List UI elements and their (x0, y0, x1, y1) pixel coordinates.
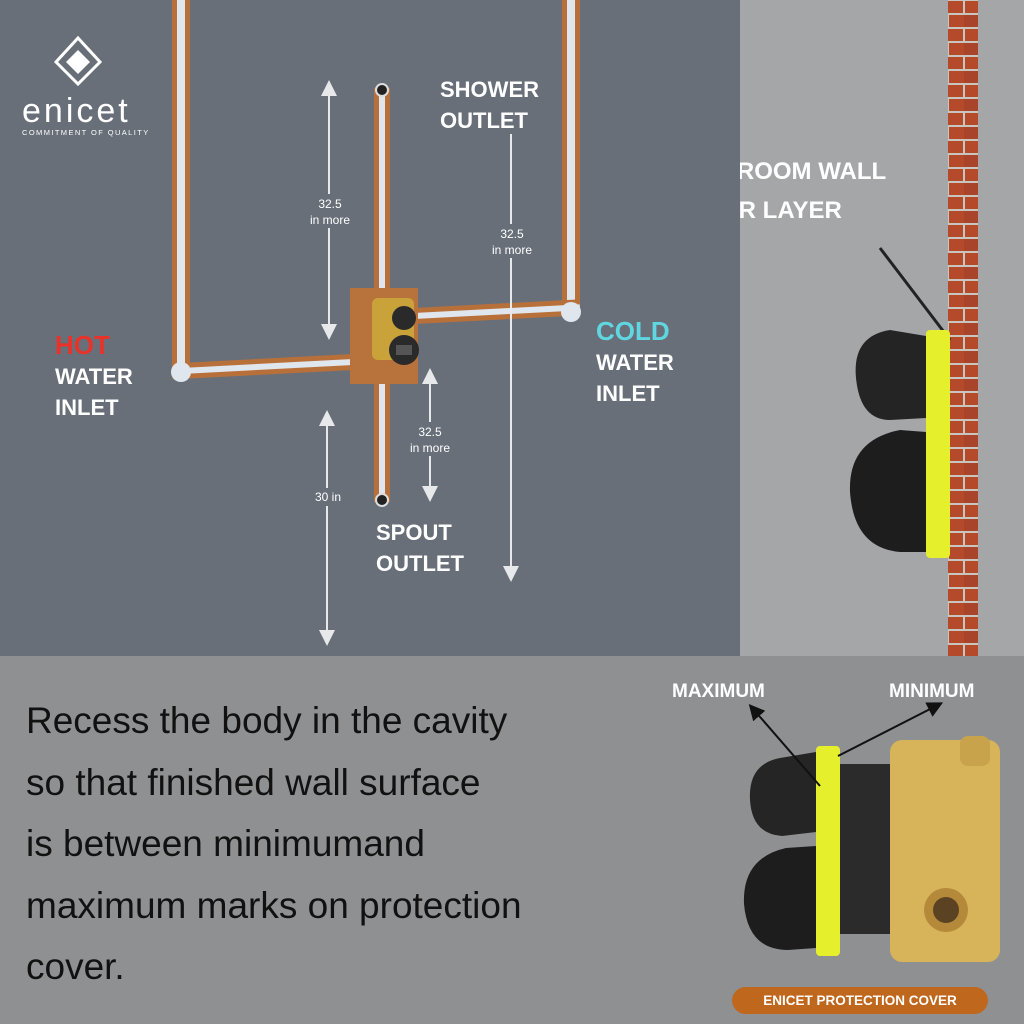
brick-wall (948, 0, 978, 656)
spout-outlet-label: SPOUT OUTLET (376, 520, 464, 576)
plumbing-diagram: enicet COMMITMENT OF QUALITY SHOWER OUTL… (0, 0, 740, 656)
minimum-label: MINIMUM (889, 681, 975, 702)
cold-word: COLD (596, 316, 670, 346)
minimum-arrow (837, 702, 944, 757)
valve-photo-graphic (743, 702, 1000, 962)
protection-cover-badge: ENICET PROTECTION COVER (732, 987, 988, 1014)
brass-valve-body (890, 740, 1000, 962)
maximum-label: MAXIMUM (672, 681, 765, 702)
wall-section-panel: BATHROOM WALL OUTER LAYER (740, 0, 1024, 656)
installation-instruction: Recess the body in the cavity so that fi… (26, 700, 522, 987)
upper-cap (855, 330, 926, 420)
pointer-line (878, 247, 952, 341)
wall-cross-section-graphic (849, 0, 978, 656)
cold-water-inlet-label: COLD WATER INLET (596, 316, 674, 406)
brand-tagline: COMMITMENT OF QUALITY (22, 128, 150, 137)
brand-name: enicet (22, 92, 131, 130)
hot-water-inlet-label: HOT WATER INLET (55, 330, 133, 420)
protection-cover-band (926, 330, 950, 558)
bathroom-wall-label: BATHROOM WALL OUTER LAYER (740, 158, 887, 224)
shower-outlet-label: SHOWER OUTLET (440, 77, 539, 133)
diamond-logo-icon (53, 35, 103, 87)
hot-word: HOT (55, 330, 110, 360)
pipe-layout-graphic (53, 0, 581, 646)
dim-floor-label: 30 in (314, 490, 342, 504)
cover-band (816, 746, 840, 956)
lower-cap (849, 430, 926, 552)
maximum-arrow (748, 703, 821, 787)
